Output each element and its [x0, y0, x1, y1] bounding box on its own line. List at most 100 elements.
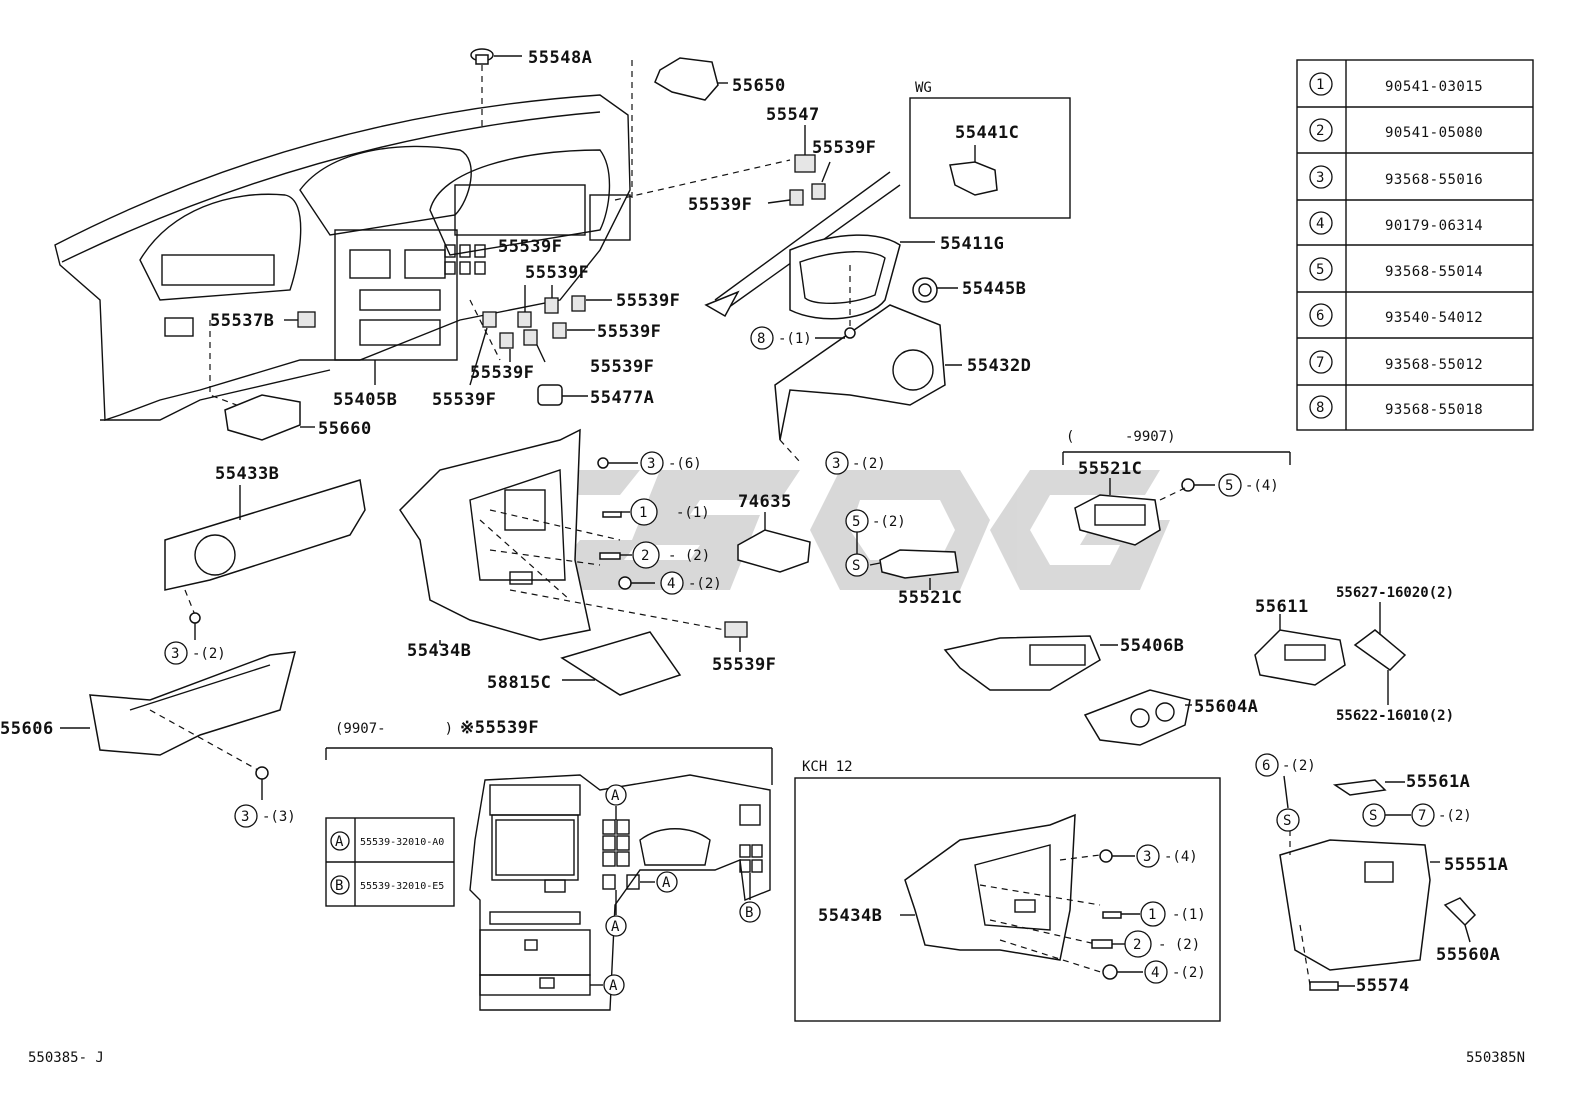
- label-55539f: 55539F: [498, 237, 562, 257]
- svg-text:2: 2: [1133, 937, 1141, 953]
- range-early: ( -9907): [1066, 429, 1176, 445]
- label-55548a: 55548A: [528, 48, 592, 68]
- label-55627: 55627-16020(2): [1336, 585, 1454, 601]
- bracket-55406b: [943, 635, 1118, 691]
- svg-text:7: 7: [1418, 808, 1426, 824]
- label-55406b: 55406B: [1120, 636, 1184, 656]
- callout-3-3: 3 -(3): [234, 804, 296, 828]
- svg-text:- (2): - (2): [1158, 937, 1200, 953]
- callout-5-4: 5-(4): [1218, 473, 1279, 497]
- switch-55539f-top: [767, 161, 831, 206]
- table-part-1: 90541-03015: [1385, 79, 1483, 95]
- svg-text:-(3): -(3): [262, 809, 296, 825]
- label-55650: 55650: [732, 76, 786, 96]
- label-55539f: 55539F: [597, 322, 661, 342]
- label-55521c: 55521C: [1078, 459, 1142, 479]
- label-55539f: 55539F: [590, 357, 654, 377]
- label-55539f: 55539F: [470, 363, 534, 383]
- callout-4-2: 4-(2): [660, 571, 722, 595]
- label-74635: 74635: [738, 492, 792, 512]
- legend-part-b: 55539-32010-E5: [360, 881, 444, 892]
- svg-text:3: 3: [241, 809, 249, 825]
- nut-c4-2: [618, 576, 655, 590]
- svg-text:A: A: [611, 788, 620, 804]
- footer-right-code: 550385N: [1466, 1050, 1525, 1066]
- early-bracket: [1062, 451, 1291, 465]
- label-55561a: 55561A: [1406, 772, 1470, 792]
- svg-text:2: 2: [641, 548, 649, 564]
- svg-text:-(4): -(4): [1245, 478, 1279, 494]
- callout-2-2: 2- (2): [632, 541, 710, 569]
- screw-c5-4: [1159, 478, 1215, 501]
- label-55477a: 55477A: [590, 388, 654, 408]
- svg-text:-(1): -(1): [676, 505, 710, 521]
- label-55433b: 55433B: [215, 464, 279, 484]
- kch12-box: [794, 777, 1221, 1022]
- svg-text:S: S: [1283, 813, 1291, 829]
- label-55539f: 55539F: [525, 263, 589, 283]
- svg-text:1: 1: [1148, 907, 1156, 923]
- table-part-4: 90179-06314: [1385, 218, 1483, 234]
- svg-text:4: 4: [667, 576, 675, 592]
- label-55539f: 55539F: [812, 138, 876, 158]
- callout-k4-2: 4-(2): [1144, 960, 1206, 984]
- svg-text:-(2): -(2): [1282, 758, 1316, 774]
- range-late: (9907- ): [335, 721, 453, 737]
- label-55660: 55660: [318, 419, 372, 439]
- svg-text:-(1): -(1): [1172, 907, 1206, 923]
- callout-3-2b: 3-(2): [164, 641, 226, 665]
- label-55539f: 55539F: [688, 195, 752, 215]
- callout-s-b: S: [1276, 808, 1300, 832]
- label-55551a: 55551A: [1444, 855, 1508, 875]
- leader-6-s: [1283, 775, 1289, 809]
- side-panel-55433b: [164, 479, 366, 616]
- frame-55611: [1254, 614, 1346, 686]
- stay-55561a: [1332, 779, 1405, 796]
- svg-text:-(4): -(4): [1164, 849, 1198, 865]
- switch-legend: A 55539-32010-A0 B 55539-32010-E5: [330, 831, 444, 895]
- legend-key-a: A: [335, 834, 344, 850]
- table-no-2: 2: [1316, 123, 1324, 139]
- table-no-5: 5: [1316, 262, 1324, 278]
- wg-box: [909, 97, 1071, 219]
- svg-text:3: 3: [832, 456, 840, 472]
- console-55434b: [399, 428, 726, 645]
- table-part-8: 93568-55018: [1385, 402, 1483, 418]
- svg-text:-(6): -(6): [668, 456, 702, 472]
- panel-55477a: [537, 384, 588, 406]
- footer: 550385- J 550385N: [28, 1050, 1525, 1066]
- svg-text:S: S: [1369, 808, 1377, 824]
- pocket-55521c-b: [869, 549, 959, 590]
- table-part-5: 93568-55014: [1385, 264, 1483, 280]
- callout-7-2: 7-(2): [1411, 803, 1472, 827]
- svg-text:-(2): -(2): [872, 514, 906, 530]
- label-55560a: 55560A: [1436, 945, 1500, 965]
- callout-8-1: 8-(1): [750, 326, 812, 350]
- table-no-7: 7: [1316, 355, 1324, 371]
- svg-text:A: A: [662, 875, 671, 891]
- legend-key-b: B: [335, 878, 343, 894]
- label-55604a: 55604A: [1194, 697, 1258, 717]
- table-no-4: 4: [1316, 216, 1324, 232]
- instrument-panel-drawing: [54, 60, 791, 421]
- svg-text:A: A: [611, 919, 620, 935]
- label-55432d: 55432D: [967, 356, 1031, 376]
- svg-text:B: B: [745, 905, 753, 921]
- screw-left-top: [189, 612, 201, 640]
- svg-text:3: 3: [1143, 849, 1151, 865]
- mat-58815c: [560, 631, 682, 696]
- footer-left-code: 550385- J: [28, 1050, 104, 1066]
- part-labels: 55548A 55650 55547 55539F 55539F 55539F …: [0, 48, 1508, 996]
- table-part-6: 93540-54012: [1385, 310, 1483, 326]
- label-55622: 55622-16010(2): [1336, 708, 1454, 724]
- table-no-8: 8: [1316, 400, 1324, 416]
- svg-text:S: S: [852, 558, 860, 574]
- label-55539f: 55539F: [712, 655, 776, 675]
- table-part-7: 93568-55012: [1385, 357, 1483, 373]
- label-55434b: 55434B: [407, 641, 471, 661]
- callout-3-2a: 3-(2): [825, 451, 886, 475]
- label-55574: 55574: [1356, 976, 1410, 996]
- callout-1-1: 1-(1): [630, 498, 710, 526]
- lower-panel-55432d: [774, 304, 962, 463]
- label-55547: 55547: [766, 105, 820, 125]
